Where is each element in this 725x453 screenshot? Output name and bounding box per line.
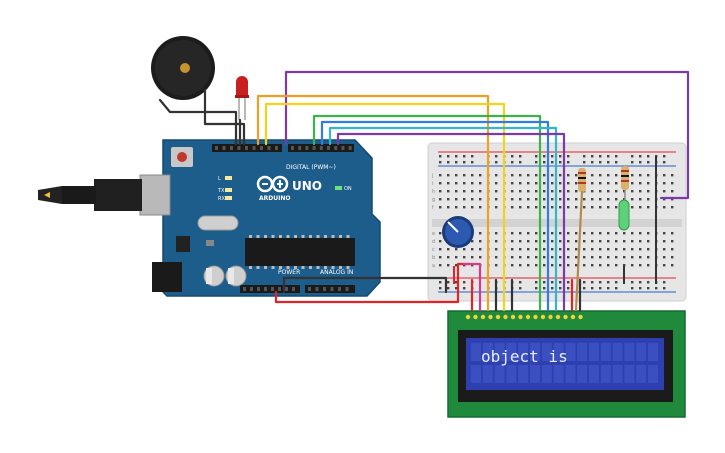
row-letter: d <box>432 239 435 245</box>
power-header <box>240 285 300 293</box>
lcd-pin <box>525 314 531 320</box>
label-analog-in: ANALOG IN <box>320 269 353 276</box>
wire-yellow <box>264 102 506 312</box>
label-l: L <box>218 176 221 182</box>
label-on: ON <box>344 186 352 192</box>
breadboard-holes <box>439 155 674 290</box>
tilt-sensor[interactable] <box>618 199 630 231</box>
row-letter: a <box>432 263 435 269</box>
bottom-pin-holes <box>243 287 349 291</box>
voltage-regulator <box>176 236 190 252</box>
resistor-2[interactable] <box>621 166 629 190</box>
lcd-pin <box>578 314 583 320</box>
lcd-pin <box>570 314 576 320</box>
wire-cyan <box>328 126 558 312</box>
brand-label: ARDUINO <box>259 195 290 202</box>
row-letter: h <box>432 189 435 195</box>
usb-port <box>139 174 171 216</box>
row-letter: c <box>432 247 435 253</box>
wires <box>158 70 690 312</box>
lcd-pin <box>555 314 561 320</box>
row-letter: e <box>432 231 435 237</box>
wire-green <box>312 114 542 312</box>
row-letter: f <box>432 205 434 211</box>
digital-pin-holes <box>215 146 352 150</box>
wire-gnd-black <box>282 276 448 294</box>
row-letter: b <box>432 255 435 261</box>
red-led[interactable] <box>235 76 249 120</box>
arduino-infinity-logo-icon <box>256 175 289 193</box>
model-label: UNO <box>292 179 322 193</box>
crystal-oscillator <box>197 215 239 231</box>
lcd-pin <box>480 314 486 320</box>
lcd-pin <box>548 314 553 320</box>
wire-pink <box>462 262 482 312</box>
lcd-pin <box>473 314 478 320</box>
wire-5v-red <box>274 262 472 304</box>
label-digital: DIGITAL (PWM~) <box>286 164 336 171</box>
row-letter: j <box>431 173 433 179</box>
dc-power-jack <box>152 262 182 292</box>
wire-buzzer-black <box>203 88 246 146</box>
lcd-pin <box>495 314 501 320</box>
resistor-1[interactable] <box>578 168 586 192</box>
label-power: POWER <box>278 269 300 276</box>
lcd-line-1-text: object is <box>481 347 568 366</box>
label-tx: TX <box>217 188 225 194</box>
lcd-pin <box>488 314 493 320</box>
usb-cable-plug <box>94 179 142 211</box>
wire-purple-short <box>336 132 566 312</box>
label-rx: RX <box>218 196 225 202</box>
lcd-pin <box>510 314 516 320</box>
arduino-uno-board[interactable]: L TX RX ON DIGITAL (PWM~) POWER ANALOG I… <box>38 139 381 297</box>
piezo-buzzer[interactable] <box>151 36 215 100</box>
row-letter: i <box>432 181 433 187</box>
lcd-pin <box>533 314 538 320</box>
lcd-pin <box>518 314 523 320</box>
lcd-pin <box>503 314 508 320</box>
lcd-16x2-display[interactable]: object is <box>447 310 686 418</box>
usb-symbol-icon <box>44 192 50 198</box>
lcd-pin-row <box>465 314 583 320</box>
wire-buzzer-black-2 <box>158 98 238 146</box>
wire-orange <box>256 94 490 312</box>
lcd-pin <box>465 314 471 320</box>
row-letter: g <box>432 197 435 203</box>
lcd-pin <box>563 314 568 320</box>
atmega-chip <box>245 238 355 266</box>
analog-header <box>305 285 355 293</box>
wire-blue <box>320 120 550 312</box>
potentiometer[interactable] <box>442 216 474 248</box>
lcd-pin <box>540 314 546 320</box>
